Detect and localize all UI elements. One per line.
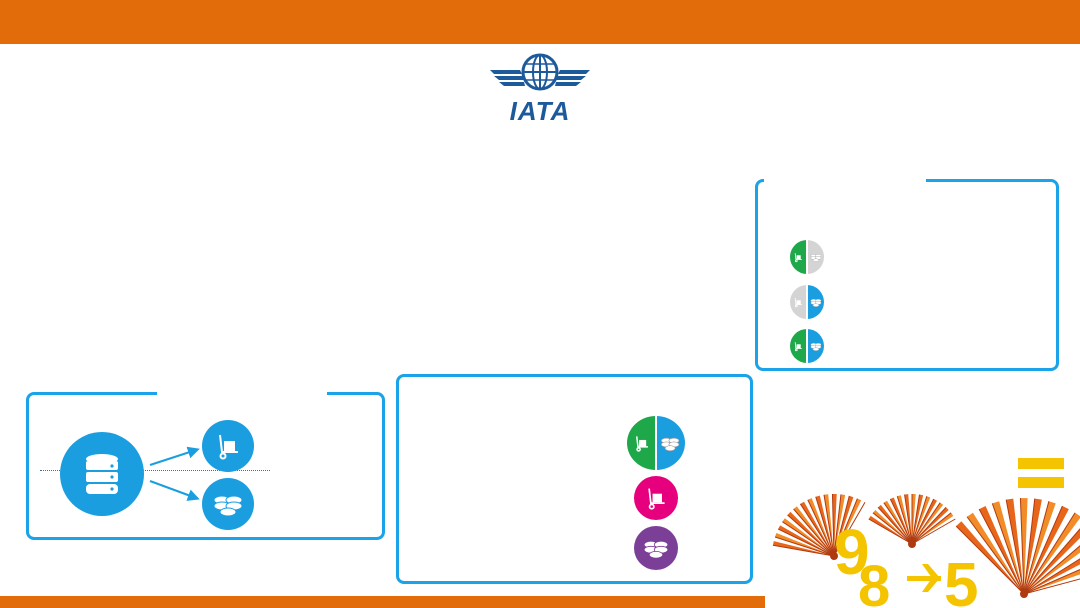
digit-eight: 8: [858, 554, 890, 608]
equals-sign-top: [1018, 458, 1064, 469]
top-header-bar: [0, 0, 1080, 44]
database-icon: [60, 432, 144, 516]
baggage-cart-icon: [790, 240, 807, 274]
hand-fan-icon: [955, 498, 1080, 598]
cart-coins-green-blue-icon: [790, 329, 824, 363]
coins-icon: [807, 285, 824, 319]
flow-arrows: [149, 446, 200, 501]
hand-fan-icon: [772, 494, 866, 560]
baggage-cart-magenta-icon: [634, 476, 678, 520]
circle-divider: [806, 240, 808, 274]
panel-title-gap: [157, 392, 327, 395]
equals-sign-bottom: [1018, 477, 1064, 488]
circle-divider: [655, 416, 657, 470]
middle-panel: [396, 374, 753, 584]
airplane-arrow-icon: [907, 564, 941, 592]
baggage-cart-icon: [202, 420, 254, 472]
hand-fans-numbers-graphic: 9 8 5: [772, 494, 1080, 608]
iata-logo: IATA: [486, 52, 594, 126]
logo-wordmark: IATA: [509, 96, 571, 126]
hand-fan-icon: [868, 494, 956, 548]
divider-line: [40, 470, 270, 471]
baggage-cart-icon: [790, 329, 807, 363]
panel-title-gap: [764, 179, 926, 182]
coins-icon: [807, 240, 824, 274]
coins-icon: [656, 416, 685, 470]
bottom-footer-bar: [0, 596, 765, 608]
cart-coins-green-blue-icon: [627, 416, 685, 470]
circle-divider: [806, 329, 808, 363]
digit-nine: 9: [834, 516, 870, 588]
baggage-cart-icon: [627, 416, 656, 470]
coins-icon: [202, 478, 254, 530]
legend-panel: [755, 179, 1059, 371]
iata-globe-wings-icon: [490, 53, 590, 91]
digit-five: 5: [944, 551, 978, 608]
baggage-cart-icon: [790, 285, 807, 319]
cart-coins-green-grey-icon: [790, 240, 824, 274]
circle-divider: [806, 285, 808, 319]
cart-coins-grey-blue-icon: [790, 285, 824, 319]
coins-purple-icon: [634, 526, 678, 570]
coins-icon: [807, 329, 824, 363]
